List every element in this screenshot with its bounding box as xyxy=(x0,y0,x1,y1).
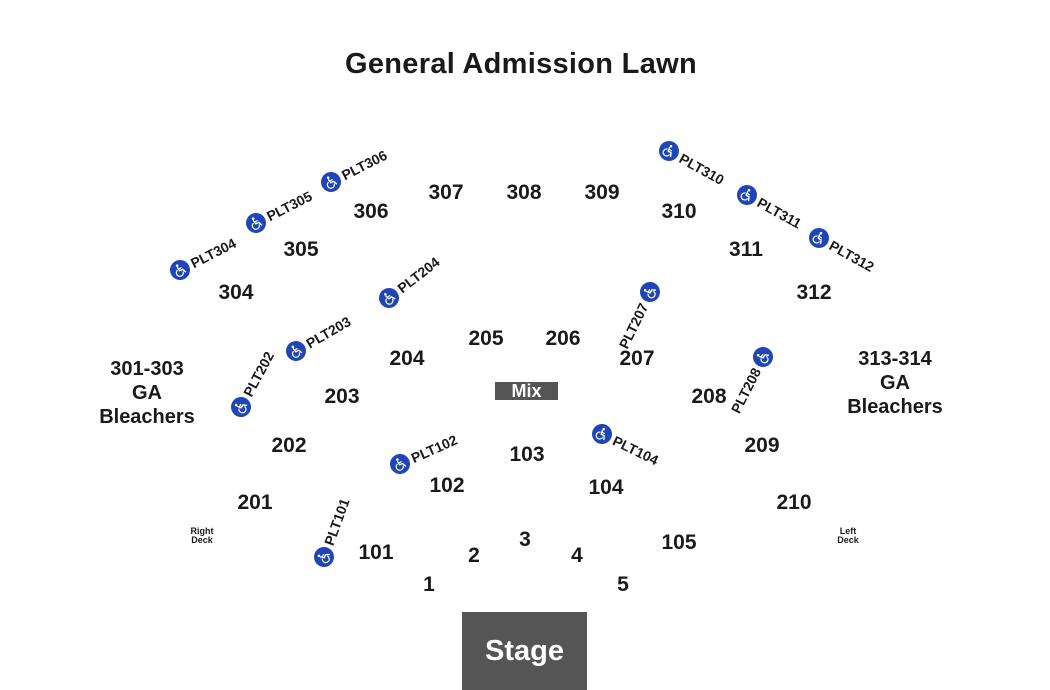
map-title: General Admission Lawn xyxy=(345,48,697,80)
section-209[interactable]: 209 xyxy=(744,434,780,457)
platform-plt306[interactable]: PLT306 xyxy=(317,145,391,196)
section-2[interactable]: 2 xyxy=(468,544,480,567)
platform-plt305[interactable]: PLT305 xyxy=(242,186,316,237)
deck-left[interactable]: Left Deck xyxy=(837,526,859,545)
platform-label: PLT208 xyxy=(727,365,765,416)
stage: Stage xyxy=(462,612,587,690)
platform-label: PLT203 xyxy=(303,313,354,352)
platform-plt204[interactable]: PLT204 xyxy=(374,252,444,313)
platform-plt203[interactable]: PLT203 xyxy=(282,311,354,365)
wheelchair-icon xyxy=(227,393,255,421)
section-307[interactable]: 307 xyxy=(428,181,464,204)
section-103[interactable]: 103 xyxy=(509,443,545,466)
wheelchair-icon xyxy=(374,283,404,313)
wheelchair-icon xyxy=(749,343,777,371)
section-205[interactable]: 205 xyxy=(468,327,504,350)
section-208[interactable]: 208 xyxy=(691,385,727,408)
platform-plt304[interactable]: PLT304 xyxy=(166,233,240,284)
section-101[interactable]: 101 xyxy=(358,541,394,564)
platform-label: PLT311 xyxy=(754,194,805,232)
platform-plt311[interactable]: PLT311 xyxy=(733,181,805,233)
platform-label: PLT104 xyxy=(610,432,662,469)
section-312[interactable]: 312 xyxy=(796,281,832,304)
section-308[interactable]: 308 xyxy=(506,181,542,204)
section-206[interactable]: 206 xyxy=(545,327,581,350)
section-201[interactable]: 201 xyxy=(237,491,273,514)
section-203[interactable]: 203 xyxy=(324,385,360,408)
wheelchair-icon xyxy=(386,450,414,478)
wheelchair-icon xyxy=(733,181,761,209)
wheelchair-icon xyxy=(588,420,616,448)
platform-plt207[interactable]: PLT207 xyxy=(614,278,664,352)
section-305[interactable]: 305 xyxy=(283,238,319,261)
wheelchair-icon xyxy=(636,278,664,306)
platform-plt310[interactable]: PLT310 xyxy=(655,137,727,189)
section-304[interactable]: 304 xyxy=(218,281,254,304)
section-204[interactable]: 204 xyxy=(389,347,425,370)
section-4[interactable]: 4 xyxy=(571,544,583,567)
section-310[interactable]: 310 xyxy=(661,200,697,223)
section-306[interactable]: 306 xyxy=(353,200,389,223)
section-210[interactable]: 210 xyxy=(776,491,812,514)
wheelchair-icon xyxy=(805,224,833,252)
platform-label: PLT101 xyxy=(320,496,353,548)
bleachers-left[interactable]: 301-303 GA Bleachers xyxy=(99,358,195,428)
platform-label: PLT304 xyxy=(187,234,239,272)
platform-plt208[interactable]: PLT208 xyxy=(726,343,777,417)
section-105[interactable]: 105 xyxy=(661,531,697,554)
mix-position: Mix xyxy=(495,382,558,400)
section-309[interactable]: 309 xyxy=(584,181,620,204)
platform-plt104[interactable]: PLT104 xyxy=(588,420,662,470)
platform-plt202[interactable]: PLT202 xyxy=(227,348,278,421)
platform-plt312[interactable]: PLT312 xyxy=(805,224,877,276)
wheelchair-icon xyxy=(655,137,683,165)
section-3[interactable]: 3 xyxy=(519,528,531,551)
platform-label: PLT207 xyxy=(615,300,652,352)
section-311[interactable]: 311 xyxy=(729,238,763,261)
wheelchair-icon xyxy=(166,256,194,284)
section-5[interactable]: 5 xyxy=(617,573,629,596)
bleachers-right[interactable]: 313-314 GA Bleachers xyxy=(847,348,943,418)
wheelchair-icon xyxy=(242,209,270,237)
platform-label: PLT204 xyxy=(394,253,443,297)
wheelchair-icon xyxy=(311,544,337,570)
section-207[interactable]: 207 xyxy=(619,347,655,370)
platform-label: PLT305 xyxy=(263,187,315,225)
wheelchair-icon xyxy=(282,337,310,365)
wheelchair-icon xyxy=(317,168,345,196)
section-202[interactable]: 202 xyxy=(271,434,307,457)
platform-plt101[interactable]: PLT101 xyxy=(311,496,354,570)
platform-plt102[interactable]: PLT102 xyxy=(386,430,461,478)
platform-label: PLT312 xyxy=(826,237,877,275)
deck-right[interactable]: Right Deck xyxy=(190,526,214,545)
platform-label: PLT306 xyxy=(338,146,390,184)
platform-label: PLT310 xyxy=(676,150,727,188)
section-1[interactable]: 1 xyxy=(423,573,435,596)
section-104[interactable]: 104 xyxy=(588,476,624,499)
section-102[interactable]: 102 xyxy=(429,474,465,497)
platform-label: PLT202 xyxy=(240,348,278,400)
platform-label: PLT102 xyxy=(408,431,460,467)
